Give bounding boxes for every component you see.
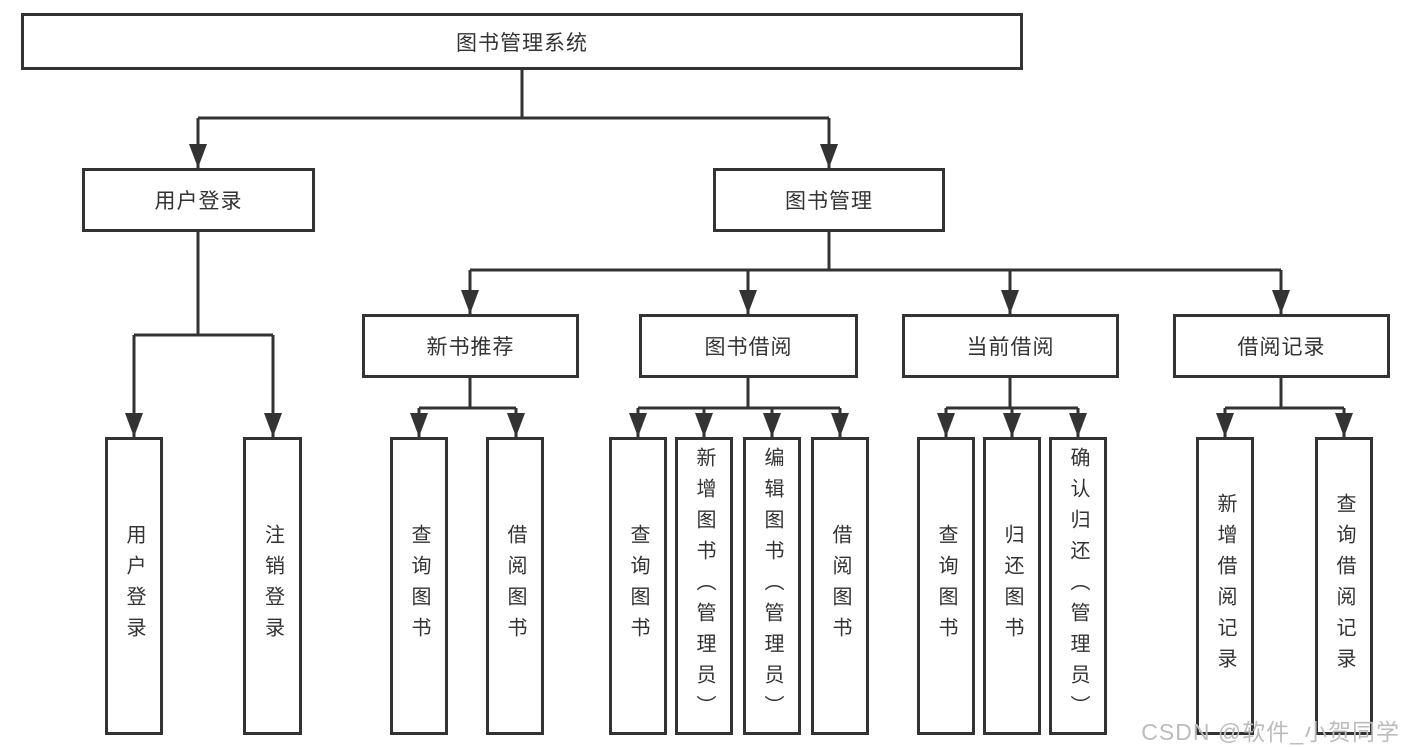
leaf-current-confirm-return-admin-label: 确认归还（管理员）: [1067, 446, 1089, 726]
leaf-logout-label: 注销登录: [261, 524, 284, 648]
leaf-borrow-query-books: 查询图书: [609, 437, 667, 735]
node-user-login: 用户登录: [82, 168, 315, 232]
node-new-book-recommend: 新书推荐: [362, 314, 579, 378]
node-current-borrow: 当前借阅: [902, 314, 1119, 378]
leaf-user-login: 用户登录: [105, 437, 163, 735]
node-borrow-records-label: 借阅记录: [1237, 336, 1326, 359]
leaf-current-query-books-label: 查询图书: [935, 524, 957, 648]
leaf-recommend-borrow-books: 借阅图书: [486, 437, 544, 735]
node-borrow-records: 借阅记录: [1173, 314, 1390, 378]
leaf-logout: 注销登录: [243, 437, 302, 735]
leaf-borrow-query-books-label: 查询图书: [627, 524, 649, 648]
leaf-records-add-record-label: 新增借阅记录: [1214, 493, 1236, 679]
leaf-user-login-label: 用户登录: [123, 524, 145, 648]
leaf-borrow-borrow-books: 借阅图书: [811, 437, 869, 735]
leaf-current-return-books-label: 归还图书: [1001, 524, 1023, 648]
leaf-current-query-books: 查询图书: [917, 437, 975, 735]
node-book-borrow: 图书借阅: [639, 314, 858, 378]
leaf-borrow-borrow-books-label: 借阅图书: [829, 524, 851, 648]
leaf-records-add-record: 新增借阅记录: [1196, 437, 1254, 735]
leaf-borrow-edit-books-admin: 编辑图书（管理员）: [743, 437, 801, 735]
leaf-records-query-record-label: 查询借阅记录: [1333, 493, 1355, 679]
leaf-records-query-record: 查询借阅记录: [1315, 437, 1373, 735]
node-book-borrow-label: 图书借阅: [704, 336, 793, 359]
node-book-management: 图书管理: [713, 168, 945, 232]
leaf-current-confirm-return-admin: 确认归还（管理员）: [1049, 437, 1107, 735]
node-root-label: 图书管理系统: [456, 31, 588, 55]
leaf-recommend-query-books-label: 查询图书: [408, 524, 430, 648]
leaf-borrow-add-books-admin-label: 新增图书（管理员）: [693, 446, 715, 726]
csdn-watermark: CSDN @软件_小贺同学: [1141, 719, 1400, 745]
node-user-login-label: 用户登录: [154, 190, 243, 213]
leaf-recommend-borrow-books-label: 借阅图书: [504, 524, 526, 648]
node-root: 图书管理系统: [21, 13, 1023, 70]
leaf-recommend-query-books: 查询图书: [390, 437, 448, 735]
node-book-management-label: 图书管理: [785, 190, 873, 213]
node-current-borrow-label: 当前借阅: [966, 336, 1055, 359]
node-new-book-recommend-label: 新书推荐: [426, 336, 515, 359]
leaf-borrow-edit-books-admin-label: 编辑图书（管理员）: [761, 446, 783, 726]
leaf-borrow-add-books-admin: 新增图书（管理员）: [675, 437, 733, 735]
leaf-current-return-books: 归还图书: [983, 437, 1041, 735]
